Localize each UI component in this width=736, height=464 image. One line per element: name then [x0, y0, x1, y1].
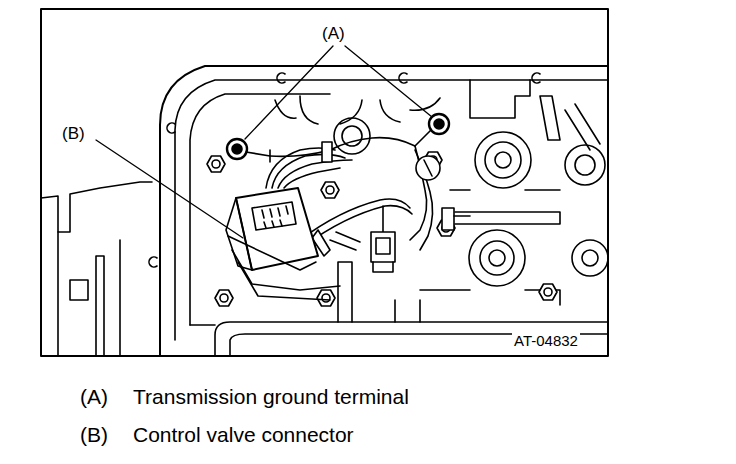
callout-letter: (A) [322, 24, 345, 44]
key-letter: (B) [80, 423, 108, 447]
callout-letter: (B) [62, 124, 85, 144]
key-letter: (A) [80, 385, 108, 409]
figure-code: AT-04832 [512, 332, 580, 349]
key-description: Control valve connector [133, 423, 354, 447]
key-description: Transmission ground terminal [133, 385, 409, 409]
